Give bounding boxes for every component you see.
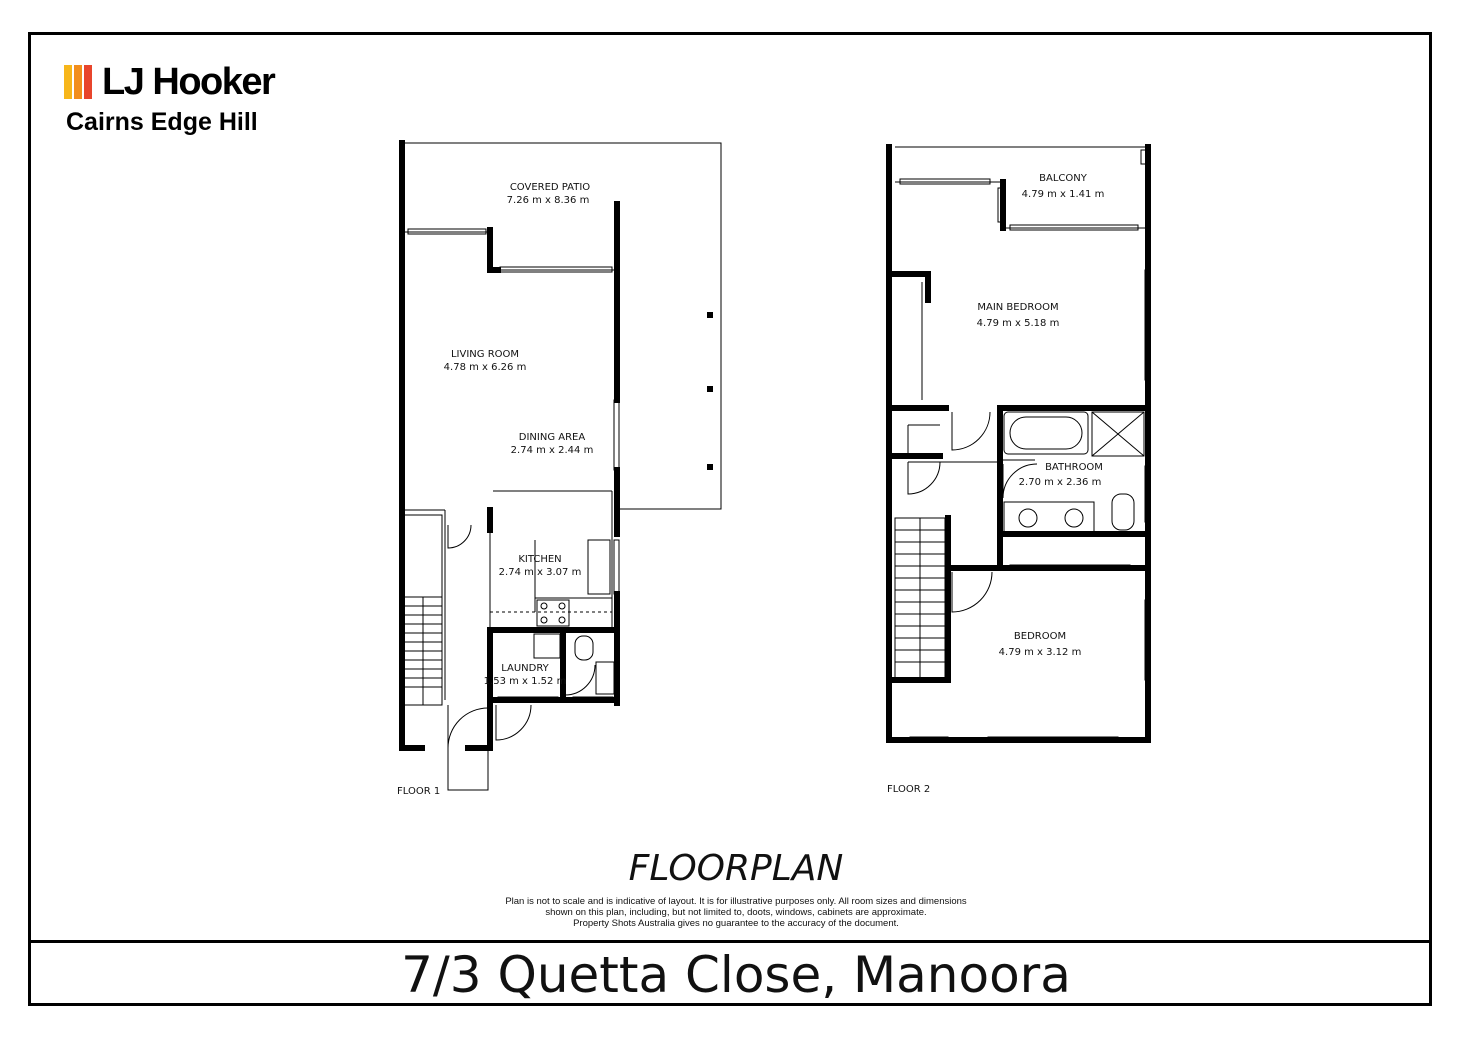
room-size-dining-area: 2.74 m x 2.44 m xyxy=(511,445,594,456)
floor-2-doors xyxy=(907,282,1038,613)
covered-patio-outline xyxy=(402,142,722,510)
floor-1-windows xyxy=(407,228,620,703)
room-name-living-room: LIVING ROOM xyxy=(451,349,519,360)
floor-1-thin-lines xyxy=(402,231,617,700)
disclaimer: Plan is not to scale and is indicative o… xyxy=(0,896,1472,929)
floor-1-label: FLOOR 1 xyxy=(397,786,440,797)
room-size-living-room: 4.78 m x 6.26 m xyxy=(444,362,527,373)
floor-1-doors xyxy=(447,524,596,791)
disclaimer-line-1: Plan is not to scale and is indicative o… xyxy=(505,896,967,907)
disclaimer-line-2: shown on this plan, including, but not l… xyxy=(545,907,927,918)
room-size-bathroom: 2.70 m x 2.36 m xyxy=(1019,477,1102,488)
brand-name: LJ Hooker xyxy=(102,61,276,103)
floor-2-windows xyxy=(899,149,1151,743)
room-size-covered-patio: 7.26 m x 8.36 m xyxy=(507,195,590,206)
room-name-bathroom: BATHROOM xyxy=(1045,462,1103,473)
floor-2-thin-lines xyxy=(895,146,1145,463)
room-name-dining-area: DINING AREA xyxy=(519,432,586,443)
disclaimer-line-3: Property Shots Australia gives no guaran… xyxy=(573,918,899,929)
brand-logo: LJ Hooker xyxy=(64,61,276,103)
floor-1-stairs xyxy=(403,514,443,706)
floor-2-stairs xyxy=(894,517,946,679)
page-frame xyxy=(28,32,1432,1006)
property-address: 7/3 Quetta Close, Manoora xyxy=(401,946,1071,1004)
floor-2-walls xyxy=(886,144,1151,743)
room-size-main-bedroom: 4.79 m x 5.18 m xyxy=(977,318,1060,329)
floor-1-walls xyxy=(399,140,620,751)
logo-stripe-red xyxy=(84,65,92,99)
floorplan-title: FLOORPLAN xyxy=(628,848,844,889)
room-name-laundry: LAUNDRY xyxy=(501,663,549,674)
room-name-kitchen: KITCHEN xyxy=(518,554,561,565)
floor-2-fixtures xyxy=(1003,411,1145,533)
room-size-balcony: 4.79 m x 1.41 m xyxy=(1022,189,1105,200)
room-name-balcony: BALCONY xyxy=(1039,173,1088,184)
brand-block: LJ Hooker Cairns Edge Hill xyxy=(64,61,276,137)
room-name-bedroom: BEDROOM xyxy=(1014,631,1066,642)
room-labels: COVERED PATIO 7.26 m x 8.36 m LIVING ROO… xyxy=(444,173,1105,687)
room-size-kitchen: 2.74 m x 3.07 m xyxy=(499,567,582,578)
logo-stripe-orange xyxy=(74,65,82,99)
patio-posts xyxy=(707,312,713,470)
floor-2-plan xyxy=(886,144,1151,743)
room-size-bedroom: 4.79 m x 3.12 m xyxy=(999,647,1082,658)
room-name-main-bedroom: MAIN BEDROOM xyxy=(977,302,1058,313)
room-name-covered-patio: COVERED PATIO xyxy=(510,182,590,193)
floor-1-plan xyxy=(399,140,722,791)
logo-stripe-yellow xyxy=(64,65,72,99)
floor-2-label: FLOOR 2 xyxy=(887,784,930,795)
footer-divider xyxy=(28,940,1432,943)
brand-office: Cairns Edge Hill xyxy=(66,108,258,136)
room-size-laundry: 1.53 m x 1.52 m xyxy=(484,676,567,687)
floor-1-fixtures xyxy=(533,539,615,695)
